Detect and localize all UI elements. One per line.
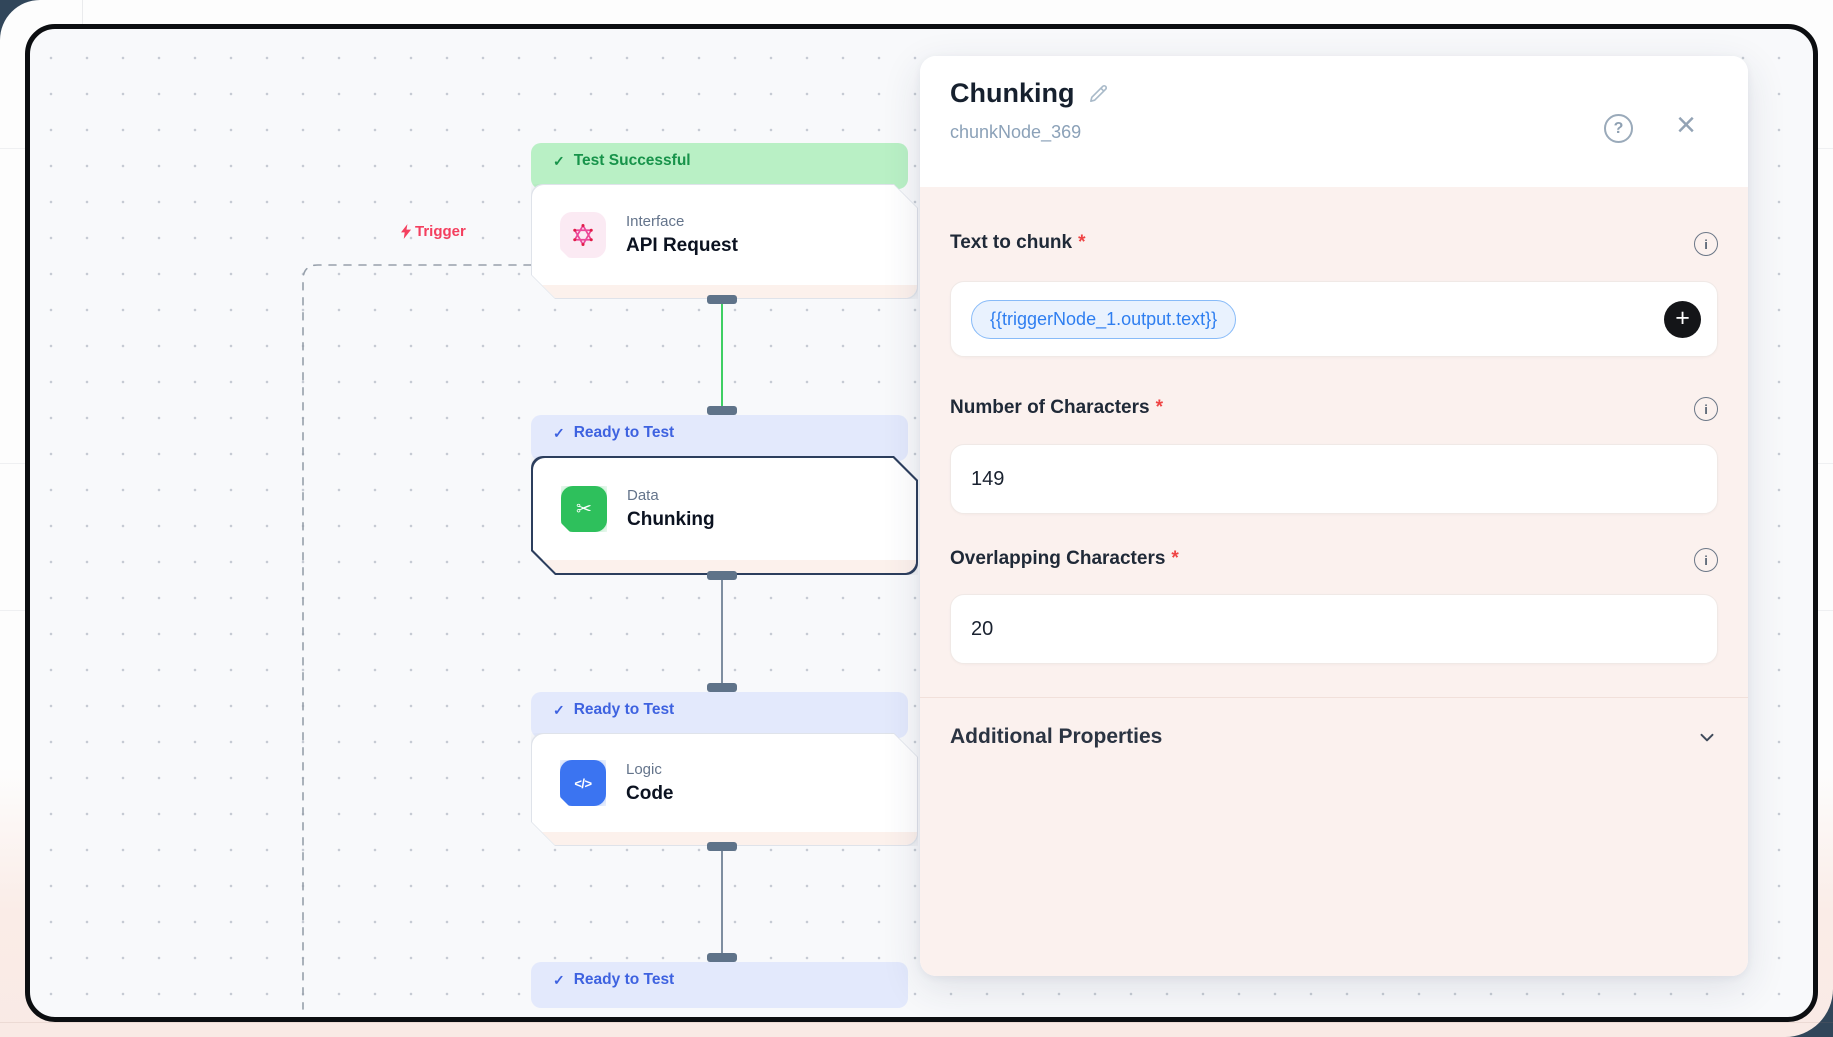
- input-handle-chunking[interactable]: [707, 406, 737, 415]
- node-card-surface: Interface API Request: [532, 185, 917, 298]
- node-config-panel: Chunking chunkNode_369 ? × Text to chunk…: [920, 56, 1748, 976]
- hexagram-star-icon: [570, 222, 596, 248]
- lightning-bolt-icon: [401, 224, 412, 239]
- node-title: API Request: [626, 235, 738, 256]
- input-value: 149: [971, 467, 1005, 490]
- node-card-surface: ✂ Data Chunking: [533, 458, 916, 573]
- panel-header: Chunking chunkNode_369 ? ×: [920, 56, 1748, 188]
- add-variable-button[interactable]: +: [1664, 300, 1701, 338]
- logic-node-icon: </>: [560, 760, 606, 806]
- node-category: Logic: [626, 761, 662, 778]
- code-icon: </>: [574, 775, 592, 791]
- field-label-overlapping-characters: Overlapping Characters*: [950, 548, 1179, 570]
- required-asterisk: *: [1078, 232, 1086, 253]
- input-value: 20: [971, 617, 994, 640]
- node-category: Data: [627, 487, 659, 504]
- status-badge-ready-code: ✓ Ready to Test: [531, 692, 908, 738]
- check-icon: ✓: [553, 702, 565, 718]
- node-card-content: </> Logic Code: [532, 734, 917, 832]
- node-id-label: chunkNode_369: [950, 122, 1082, 142]
- node-card-footer: [533, 560, 916, 573]
- info-icon[interactable]: i: [1694, 548, 1718, 572]
- required-asterisk: *: [1171, 548, 1179, 569]
- variable-token-pill[interactable]: {{triggerNode_1.output.text}}: [971, 299, 1237, 339]
- close-icon[interactable]: ×: [1676, 106, 1696, 144]
- node-card-content: Interface API Request: [532, 185, 917, 285]
- status-text: Ready to Test: [573, 701, 675, 718]
- node-labels: Logic Code: [626, 761, 674, 805]
- info-glyph: i: [1704, 552, 1708, 568]
- background-gridline: [0, 1022, 1833, 1023]
- check-icon: ✓: [553, 153, 565, 169]
- status-text: Ready to Test: [573, 424, 675, 441]
- connector-lines: [302, 264, 723, 1010]
- info-icon[interactable]: i: [1694, 397, 1718, 421]
- node-card-surface: </> Logic Code: [532, 734, 917, 845]
- field-label-number-of-characters: Number of Characters*: [950, 397, 1163, 419]
- field-label-text: Number of Characters: [950, 397, 1150, 418]
- trigger-label: Trigger: [401, 223, 466, 240]
- status-badge-ready-chunking: ✓ Ready to Test: [531, 415, 908, 461]
- check-icon: ✓: [553, 972, 565, 988]
- output-handle-code[interactable]: [707, 842, 737, 851]
- field-label-text: Overlapping Characters: [950, 548, 1166, 569]
- node-card-content: ✂ Data Chunking: [533, 458, 916, 560]
- node-category: Interface: [626, 213, 685, 230]
- input-handle-next[interactable]: [707, 953, 737, 962]
- status-text: Ready to Test: [573, 971, 675, 988]
- trigger-dashed-connector: [302, 264, 532, 1010]
- edit-pencil-icon[interactable]: [1087, 82, 1110, 105]
- panel-title: Chunking: [950, 78, 1075, 108]
- node-card-footer: [532, 832, 917, 845]
- status-text: Test Successful: [573, 152, 691, 169]
- panel-body: Text to chunk* i {{triggerNode_1.output.…: [920, 187, 1748, 976]
- scissors-icon: ✂: [576, 498, 592, 520]
- field-label-text: Text to chunk: [950, 232, 1073, 253]
- info-icon[interactable]: i: [1694, 232, 1718, 256]
- data-node-icon: ✂: [561, 486, 607, 532]
- info-glyph: i: [1704, 236, 1708, 252]
- section-divider: [920, 697, 1748, 698]
- additional-properties-toggle[interactable]: Additional Properties: [950, 719, 1718, 755]
- help-icon[interactable]: ?: [1604, 114, 1633, 143]
- node-labels: Data Chunking: [627, 487, 715, 531]
- panel-title-row: Chunking: [950, 78, 1110, 109]
- trigger-text: Trigger: [415, 223, 466, 240]
- node-title: Code: [626, 783, 674, 804]
- interface-node-icon: [560, 212, 606, 258]
- status-badge-test-successful: ✓ Test Successful: [531, 143, 908, 189]
- overlapping-characters-input[interactable]: 20: [950, 594, 1718, 664]
- node-labels: Interface API Request: [626, 213, 738, 257]
- text-to-chunk-input[interactable]: {{triggerNode_1.output.text}} +: [950, 281, 1718, 357]
- input-handle-code[interactable]: [707, 683, 737, 692]
- output-handle-api-request[interactable]: [707, 295, 737, 304]
- field-label-text-to-chunk: Text to chunk*: [950, 232, 1086, 254]
- node-title: Chunking: [627, 509, 715, 530]
- status-badge-ready-bottom: ✓ Ready to Test: [531, 962, 908, 1008]
- help-glyph: ?: [1613, 119, 1624, 137]
- check-icon: ✓: [553, 425, 565, 441]
- node-card-chunking[interactable]: ✂ Data Chunking: [531, 456, 918, 575]
- node-card-code[interactable]: </> Logic Code: [531, 733, 918, 846]
- additional-properties-label: Additional Properties: [950, 725, 1163, 748]
- node-card-api-request[interactable]: Interface API Request: [531, 184, 918, 299]
- output-handle-chunking[interactable]: [707, 571, 737, 580]
- number-of-characters-input[interactable]: 149: [950, 444, 1718, 514]
- node-card-footer: [532, 285, 917, 298]
- required-asterisk: *: [1155, 397, 1163, 418]
- chevron-down-icon: [1700, 733, 1714, 742]
- workflow-editor-window: Trigger ✓ Test Successful: [25, 24, 1818, 1022]
- info-glyph: i: [1704, 401, 1708, 417]
